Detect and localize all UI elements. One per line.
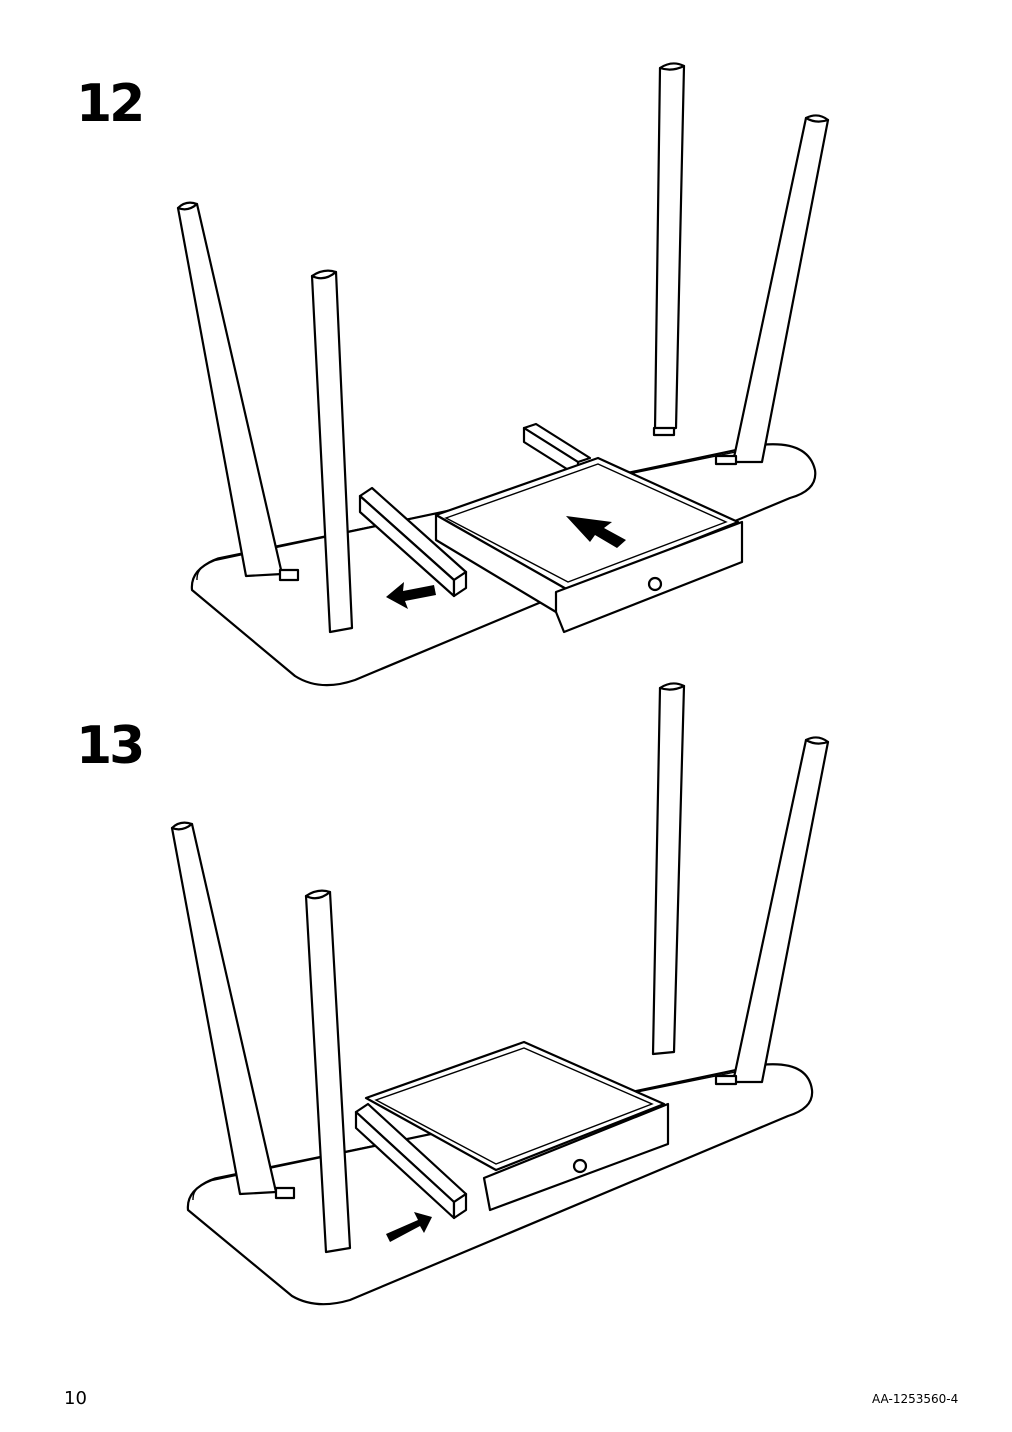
leg-back-right [731,738,830,1084]
step-13-illustration [170,682,830,1306]
document-code: AA-1253560-4 [872,1392,959,1406]
pull-arrow-icon [386,582,436,609]
drawer-box [364,1040,666,1172]
leg-front-left [176,202,284,578]
step-number-12: 12 [76,74,145,134]
leg-front-left [170,822,278,1196]
leg-back-left [653,64,686,432]
page-number: 10 [64,1388,87,1409]
drawer-front [554,520,744,634]
step-12-illustration [176,62,830,687]
drawer-front [482,1102,670,1212]
leg-back-left [651,684,686,1056]
leg-back-right [731,116,830,464]
step-number-13: 13 [76,716,145,776]
push-arrow-icon [566,516,626,548]
push-arrow-icon [386,1212,432,1242]
